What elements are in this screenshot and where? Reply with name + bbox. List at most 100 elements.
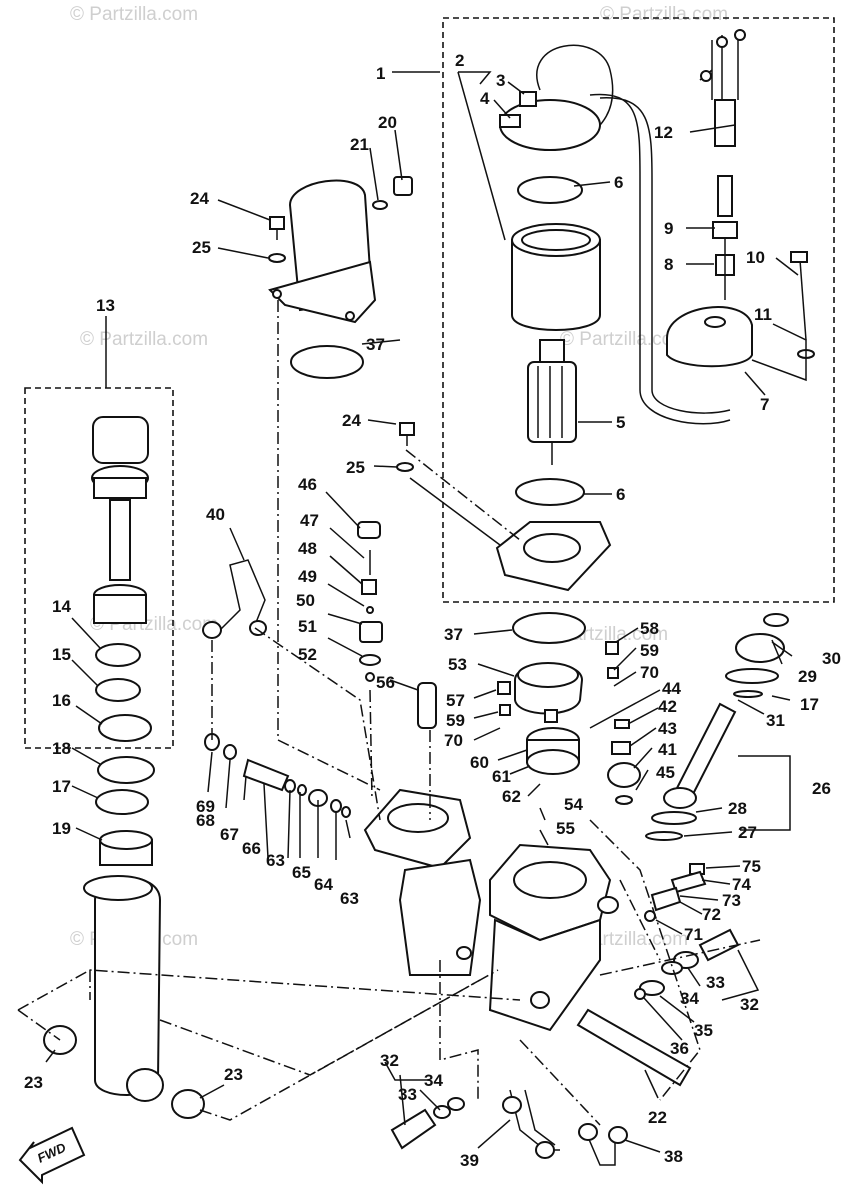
callout-50: 50: [296, 591, 315, 610]
plug-32-bottom: [390, 1108, 437, 1150]
callout-53: 53: [448, 655, 467, 674]
callout-7: 7: [760, 395, 769, 414]
callout-67: 67: [220, 825, 239, 844]
motor-assembly: [495, 29, 815, 592]
callout-62: 62: [502, 787, 521, 806]
plug-29: [735, 633, 785, 663]
washer: [268, 253, 286, 263]
callout-25: 25: [192, 238, 211, 257]
callout-65: 65: [292, 863, 311, 882]
callout-23-right: 23: [224, 1065, 243, 1084]
callout-32-bottom: 32: [380, 1051, 399, 1070]
bolt: [269, 216, 285, 230]
watermark: © Partzilla.com: [600, 4, 728, 25]
commutator: [539, 339, 565, 363]
armature: [527, 361, 577, 443]
callout-14: 14: [52, 597, 71, 616]
callout-10: 10: [746, 248, 765, 267]
callout-18: 18: [52, 739, 71, 758]
callout-22: 22: [648, 1108, 667, 1127]
callout-16: 16: [52, 691, 71, 710]
piston: [93, 594, 147, 624]
callout-23: 23: [24, 1073, 43, 1092]
manual-valve-parts: [202, 559, 351, 818]
watermark: © Partzilla.com: [80, 329, 208, 350]
motor-cover: [666, 306, 753, 368]
seal: [98, 714, 152, 742]
tilt-cylinder: [94, 876, 162, 1096]
callout-13: 13: [96, 296, 115, 315]
callout-38: 38: [664, 1147, 683, 1166]
callout-63-right: 63: [340, 889, 359, 908]
callout-46: 46: [298, 475, 317, 494]
callout-54: 54: [564, 795, 583, 814]
filler-plug: [393, 176, 413, 196]
tilt-shaft: [576, 1008, 692, 1087]
callout-17-right: 17: [800, 695, 819, 714]
o-ring: [95, 678, 141, 702]
callout-60: 60: [470, 753, 489, 772]
callout-52: 52: [298, 645, 317, 664]
o-ring: [372, 200, 388, 210]
callout-17: 17: [52, 777, 71, 796]
cylinder-eye: [126, 1068, 164, 1102]
callout-20: 20: [378, 113, 397, 132]
callout-39: 39: [460, 1151, 479, 1170]
callout-34: 34: [680, 989, 699, 1008]
washer: [396, 462, 414, 472]
callout-63: 63: [266, 851, 285, 870]
brush-holder: [519, 91, 537, 107]
callout-36: 36: [670, 1039, 689, 1058]
o-ring: [651, 811, 697, 825]
wire-sleeve: [714, 99, 736, 147]
callout-33-bottom: 33: [398, 1085, 417, 1104]
leader-lines: [45, 71, 807, 1153]
callout-3: 3: [496, 71, 505, 90]
callout-26: 26: [812, 779, 831, 798]
callout-56: 56: [376, 673, 395, 692]
callout-35: 35: [694, 1021, 713, 1040]
callout-33: 33: [706, 973, 725, 992]
callout-27: 27: [738, 823, 757, 842]
motor-yoke: [511, 239, 601, 331]
o-ring: [290, 345, 364, 379]
connection-lines: [17, 300, 761, 1126]
plug-32: [698, 928, 740, 962]
callout-70: 70: [640, 663, 659, 682]
callout-40: 40: [206, 505, 225, 524]
grommet: [717, 175, 733, 217]
callout-58: 58: [640, 619, 659, 638]
pipe-fitting: [578, 1123, 598, 1141]
callout-70-left: 70: [444, 731, 463, 750]
callout-61: 61: [492, 767, 511, 786]
callout-47: 47: [300, 511, 319, 530]
callout-31: 31: [766, 711, 785, 730]
tilt-cylinder-parts: [43, 416, 205, 1119]
shuttle-piston: [417, 682, 437, 729]
manifold-body: [488, 918, 601, 1032]
motor-group-box: [442, 17, 835, 603]
callout-numbers: 1 2 3 4 5 6 6 7 8 9 10 11 12 13 14 15 16…: [24, 51, 841, 1170]
o-ring: [645, 831, 683, 841]
bushing: [171, 1089, 205, 1119]
callout-43: 43: [658, 719, 677, 738]
o-ring: [517, 176, 583, 204]
callout-73: 73: [722, 891, 741, 910]
rod-end: [92, 416, 149, 464]
bottom-parts: FWD: [18, 1089, 628, 1185]
callout-44: 44: [662, 679, 681, 698]
callout-57: 57: [446, 691, 465, 710]
callout-1: 1: [376, 64, 385, 83]
pipe-fitting: [502, 1096, 522, 1114]
grommet-plate: [712, 221, 738, 239]
callout-6-lower: 6: [616, 485, 625, 504]
callout-41: 41: [658, 740, 677, 759]
callout-74: 74: [732, 875, 751, 894]
callout-19: 19: [52, 819, 71, 838]
end-plate-bore: [523, 533, 581, 563]
seal: [97, 756, 155, 784]
callout-48: 48: [298, 539, 317, 558]
callout-37: 37: [366, 335, 385, 354]
tilt-rod: [673, 702, 737, 802]
